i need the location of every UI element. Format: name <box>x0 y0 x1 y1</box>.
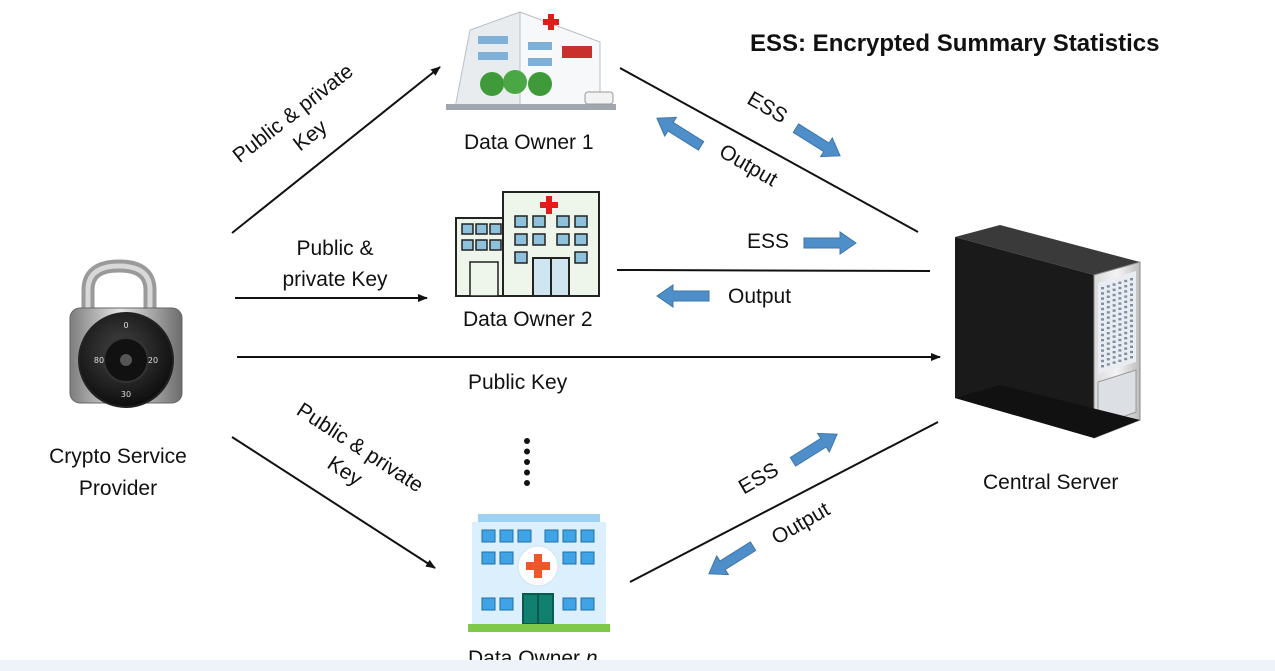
edge-label-key-owner2-line2: private Key <box>282 268 388 291</box>
edge-label-ess-2: ESS <box>747 230 790 253</box>
edge-ownern-server <box>629 421 939 583</box>
svg-text:80: 80 <box>94 356 104 365</box>
svg-text:30: 30 <box>121 390 131 399</box>
edge-label-key-owner2: Public & private Key <box>250 233 420 295</box>
ess-arrow-ownern <box>789 432 838 467</box>
svg-text:20: 20 <box>148 356 158 365</box>
crypto-provider-label-line1: Crypto Service <box>49 445 187 468</box>
edge-provider-to-owner1 <box>231 66 441 234</box>
diagram-title: ESS: Encrypted Summary Statistics <box>750 30 1160 57</box>
output-arrow-owner2 <box>656 284 710 308</box>
edge-label-key-owner2-line1: Public & <box>296 237 374 260</box>
edge-label-output-2: Output <box>728 285 792 308</box>
server-label: Central Server <box>983 471 1119 494</box>
output-arrow-ownern <box>708 541 757 576</box>
edge-label-public-key: Public Key <box>468 371 568 394</box>
svg-text:0: 0 <box>123 321 128 330</box>
ellipsis-dot <box>524 448 530 455</box>
hospital-building-icon <box>468 514 610 632</box>
combination-padlock-icon: 0 20 80 30 <box>69 259 183 408</box>
ess-arrow-owner2 <box>803 231 857 255</box>
crypto-provider-label-line2: Provider <box>78 477 158 500</box>
edge-owner1-server <box>619 67 919 233</box>
ellipsis-dot <box>524 480 530 486</box>
ellipsis-dot <box>524 459 530 465</box>
ellipsis-dot <box>524 469 530 476</box>
bottom-strip <box>0 660 1275 671</box>
edge-provider-to-ownern <box>231 436 436 569</box>
hospital-building-icon <box>455 191 600 297</box>
ess-arrow-owner1 <box>792 123 841 158</box>
owner2-label: Data Owner 2 <box>463 308 593 331</box>
crypto-provider-label: Crypto Service Provider <box>18 441 218 505</box>
owner1-label: Data Owner 1 <box>464 131 594 154</box>
server-tower-icon <box>955 225 1141 439</box>
hospital-building-icon <box>446 11 616 110</box>
ellipsis-dot <box>524 438 530 444</box>
block-arrows <box>656 116 857 576</box>
more-owners-ellipsis <box>524 438 530 486</box>
ownern-label-index: n <box>585 647 598 670</box>
output-arrow-owner1 <box>656 116 705 151</box>
edge-owner2-server <box>616 269 931 272</box>
